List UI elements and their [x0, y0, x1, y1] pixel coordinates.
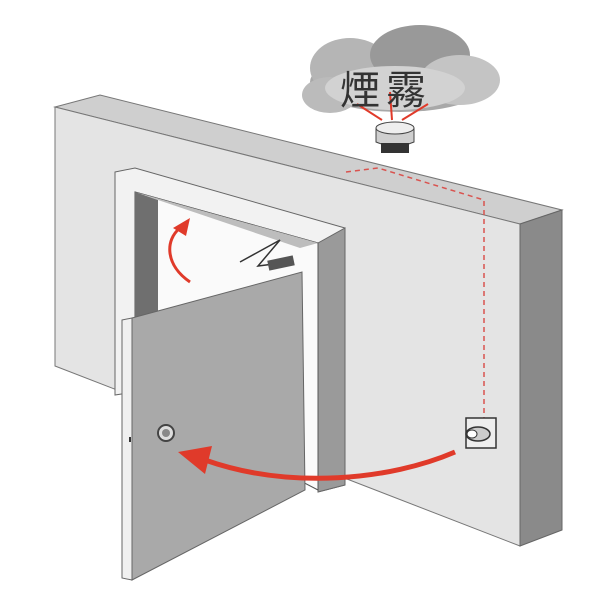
- opening-head: [135, 192, 318, 248]
- smoke-detector-top: [375, 121, 415, 135]
- door-edge: [121, 317, 133, 581]
- smoke-detector-base: [381, 143, 409, 153]
- door-frame-side: [317, 227, 346, 493]
- smoke-cloud-icon: [302, 25, 500, 113]
- closer-swing-arrowhead: [173, 218, 190, 236]
- closer-swing-arrow: [168, 226, 191, 284]
- door-panel: [131, 271, 306, 581]
- smoke-label: 煙霧: [340, 68, 432, 114]
- door-closing-arrow: [204, 449, 456, 481]
- door-closing-arrowhead: [178, 446, 212, 474]
- wall-side: [519, 209, 563, 547]
- door-lock-core: [162, 429, 170, 437]
- smoke-ray: [401, 103, 429, 121]
- door-closer: [267, 255, 295, 271]
- door-holder-face: [466, 429, 478, 439]
- smoke-ray: [356, 103, 383, 121]
- door-keyhole: [129, 437, 131, 442]
- smoke-ray: [389, 91, 393, 121]
